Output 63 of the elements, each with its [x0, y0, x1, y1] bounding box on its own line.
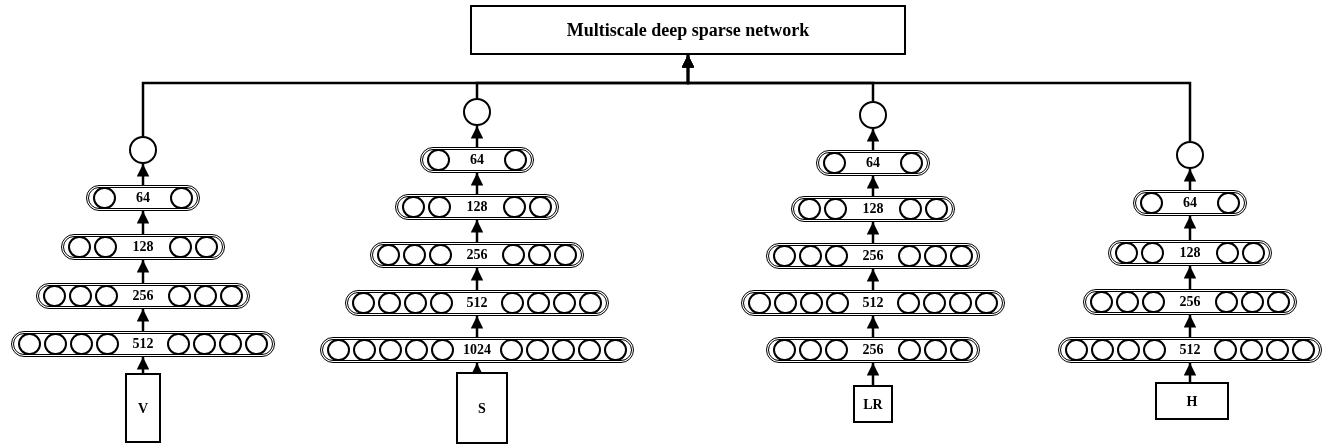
layer-size: 256 — [862, 343, 884, 357]
arrow — [1183, 363, 1197, 382]
layer-pill — [11, 331, 275, 357]
layer-size: 512 — [132, 337, 154, 351]
layer-pill — [1108, 240, 1272, 266]
layer-pill — [791, 196, 955, 222]
arrow — [136, 211, 150, 234]
layer-size: 512 — [862, 296, 884, 310]
arrow — [136, 309, 150, 331]
layer-size: 512 — [1179, 343, 1201, 357]
layer-pill — [1058, 337, 1322, 363]
arrow — [866, 129, 880, 150]
layer-pill — [816, 150, 930, 176]
arrow — [866, 316, 880, 337]
layer-pill — [395, 194, 559, 220]
arrow — [1183, 216, 1197, 240]
layer-size: 64 — [470, 153, 484, 167]
arrow — [681, 55, 1192, 141]
input-box: S — [456, 372, 508, 444]
arrow — [470, 220, 484, 242]
input-box: LR — [853, 385, 893, 423]
arrow — [136, 260, 150, 283]
layer-size: 256 — [862, 249, 884, 263]
layer-pill — [420, 147, 534, 173]
output-box: Multiscale deep sparse network — [470, 5, 906, 55]
layer-pill — [370, 242, 584, 268]
layer-size: 64 — [1183, 196, 1197, 210]
input-box: V — [125, 373, 161, 443]
layer-size: 64 — [866, 156, 880, 170]
layer-size: 128 — [132, 240, 154, 254]
layer-size: 1024 — [463, 343, 491, 357]
layer-pill — [320, 337, 634, 363]
arrow — [866, 363, 880, 385]
arrow — [866, 269, 880, 290]
layer-size: 512 — [466, 296, 488, 310]
arrow — [470, 316, 484, 337]
layer-pill — [36, 283, 250, 309]
layer-pill — [741, 290, 1005, 316]
arrow — [866, 176, 880, 196]
input-box: H — [1155, 382, 1229, 420]
layer-size: 128 — [1179, 246, 1201, 260]
arrow — [470, 173, 484, 194]
layer-size: 128 — [862, 202, 884, 216]
arrow — [470, 268, 484, 290]
layer-pill — [1133, 190, 1247, 216]
arrow — [136, 164, 150, 185]
layer-pill — [345, 290, 609, 316]
layer-size: 256 — [466, 248, 488, 262]
layer-pill — [1083, 289, 1297, 315]
arrow — [136, 357, 150, 373]
layer-pill — [766, 337, 980, 363]
arrow — [1183, 266, 1197, 289]
layer-size: 256 — [132, 289, 154, 303]
arrow — [1183, 169, 1197, 190]
layer-pill — [86, 185, 200, 211]
layer-size: 256 — [1179, 295, 1201, 309]
layer-pill — [766, 243, 980, 269]
layer-size: 64 — [136, 191, 150, 205]
layer-size: 128 — [466, 200, 488, 214]
layer-pill — [61, 234, 225, 260]
arrow — [470, 126, 484, 147]
arrow — [866, 222, 880, 243]
arrow — [1183, 315, 1197, 337]
